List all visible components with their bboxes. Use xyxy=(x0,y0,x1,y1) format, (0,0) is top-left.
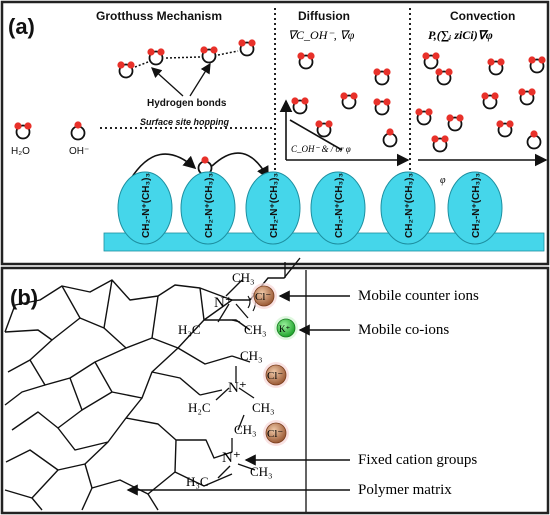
fixed-cation-group-4: CH₂-N⁺(CH₃)₃ xyxy=(310,171,366,245)
potassium-ion: K⁺ xyxy=(274,316,298,340)
grotthuss-heading: Grotthuss Mechanism xyxy=(96,9,222,23)
quaternary-ammonium-2 xyxy=(199,355,255,401)
polymer-matrix-network xyxy=(4,279,251,511)
panel-b: (b) xyxy=(0,257,550,515)
fixed-cation-group-2: CH₂-N⁺(CH₃)₃ xyxy=(180,171,236,245)
panel-a: (a) Grotthuss Mechanism Diffusion Convec… xyxy=(0,0,550,266)
diffusion-gradient-graph xyxy=(279,99,410,167)
methyl-label-1a: CH₃ xyxy=(232,270,255,285)
hydroxide-ion-icon xyxy=(70,121,86,141)
quaternary-ammonium-1 xyxy=(217,257,301,323)
mobile-counter-ions-label: Mobile counter ions xyxy=(358,288,479,304)
convection-molecules xyxy=(414,51,547,153)
surface-site-hopping-label: Surface site hopping xyxy=(140,117,230,127)
diffusion-formula: ∇C_OH⁻, ∇φ xyxy=(288,28,355,42)
methyl-label-3b: H₃C xyxy=(186,474,209,489)
hydrogen-bond-chain xyxy=(116,38,257,97)
diffusion-heading: Diffusion xyxy=(298,9,350,23)
water-label: H₂O xyxy=(11,146,30,157)
cation-label-4: CH₂-N⁺(CH₃)₃ xyxy=(334,173,345,238)
chloride-label-2: Cl⁻ xyxy=(267,370,283,382)
cation-label-6: CH₂-N⁺(CH₃)₃ xyxy=(471,173,482,238)
fixed-cation-group-1: CH₂-N⁺(CH₃)₃ xyxy=(117,171,173,245)
nitrogen-label-1: N⁺ xyxy=(214,295,233,311)
nitrogen-label-2: N⁺ xyxy=(228,380,247,396)
methyl-label-2a: CH₃ xyxy=(240,348,263,363)
cation-label-3: CH₂-N⁺(CH₃)₃ xyxy=(269,173,280,238)
methyl-label-3c: CH₃ xyxy=(250,464,273,479)
hopping-arrows xyxy=(129,152,269,181)
convection-axis-label: φ xyxy=(440,175,446,186)
methyl-label-3a: CH₃ xyxy=(234,422,257,437)
fixed-cation-group-5: CH₂-N⁺(CH₃)₃ xyxy=(380,171,436,245)
chloride-label-3: Cl⁻ xyxy=(267,428,283,440)
fixed-cation-group-6: CH₂-N⁺(CH₃)₃ xyxy=(447,171,503,245)
polymer-matrix-label: Polymer matrix xyxy=(358,482,452,498)
panel-a-label: (a) xyxy=(8,14,35,39)
convection-formula: P,(∑ᵢ ziCi)∇φ xyxy=(428,28,493,42)
hydrogen-bonds-label: Hydrogen bonds xyxy=(147,98,227,109)
potassium-label: K⁺ xyxy=(279,324,290,334)
annotation-arrows xyxy=(126,290,350,496)
methyl-label-1b: H₃C xyxy=(178,322,201,337)
convection-heading: Convection xyxy=(450,9,515,23)
chloride-label-1: Cl⁻ xyxy=(255,291,271,303)
chloride-ion-3: Cl⁻ xyxy=(263,420,289,446)
methyl-label-2b: CH₃ xyxy=(252,400,275,415)
fixed-cation-groups-label: Fixed cation groups xyxy=(358,452,477,468)
cation-label-2: CH₂-N⁺(CH₃)₃ xyxy=(204,173,215,238)
water-molecule-icon xyxy=(13,121,33,140)
mobile-co-ions-label: Mobile co-ions xyxy=(358,322,449,338)
diffusion-axis-label: C_OH⁻ & / or φ xyxy=(291,144,351,154)
nitrogen-label-3: N⁺ xyxy=(222,450,241,466)
quaternary-ammonium-3 xyxy=(217,414,256,479)
panel-b-border xyxy=(0,266,550,515)
cation-label-5: CH₂-N⁺(CH₃)₃ xyxy=(404,173,415,238)
cation-label-1: CH₂-N⁺(CH₃)₃ xyxy=(141,173,152,238)
fixed-cation-group-3: CH₂-N⁺(CH₃)₃ xyxy=(245,171,301,245)
methyl-label-1c: CH₃ xyxy=(244,322,267,337)
methylene-label-2: H₂C xyxy=(188,400,211,415)
diffusion-molecules xyxy=(290,51,398,148)
hydroxide-label: OH⁻ xyxy=(69,146,89,157)
chloride-ion-2: Cl⁻ xyxy=(263,362,289,388)
chloride-ion-1: Cl⁻ xyxy=(251,283,277,309)
